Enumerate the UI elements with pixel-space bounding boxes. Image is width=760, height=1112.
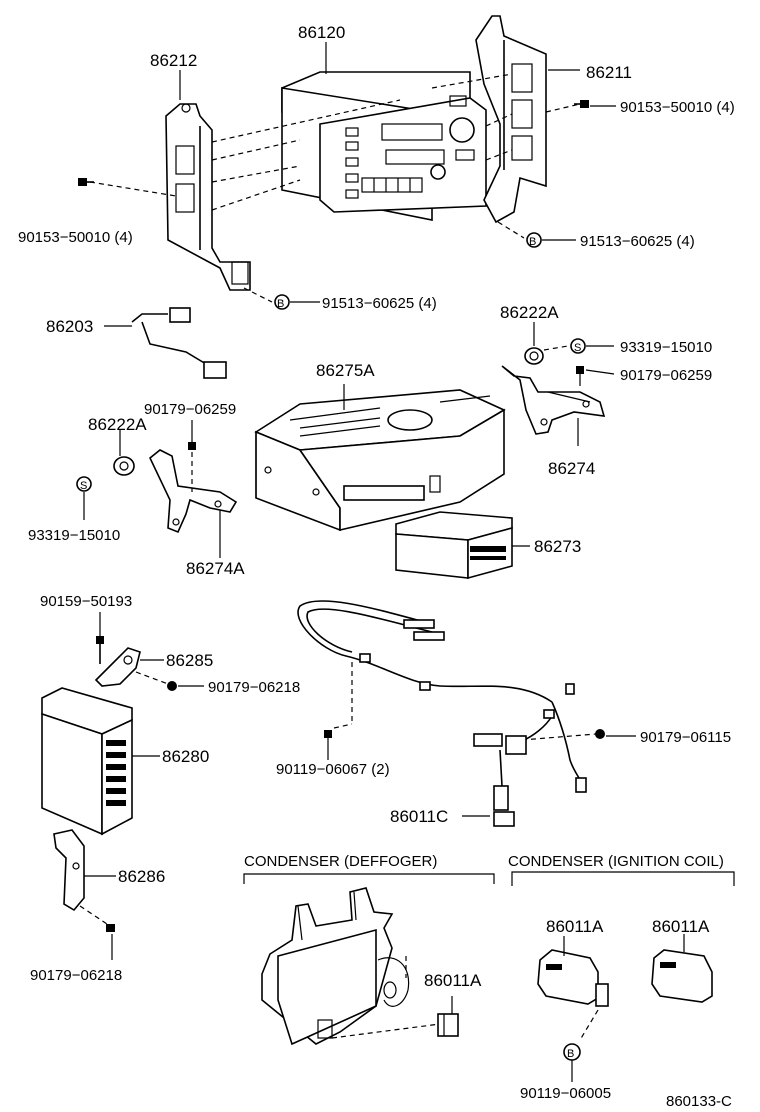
bracket-86274: [501, 365, 606, 446]
label-90179-06259-left: 90179−06259: [144, 401, 236, 418]
bracket-86274a: [149, 449, 238, 558]
amplifier-86280: [41, 687, 160, 836]
screw-icon: [78, 178, 94, 186]
label-86120: 86120: [298, 23, 345, 42]
bracket-86286: [53, 829, 116, 927]
label-91513-60625-right: 91513−60625 (4): [580, 233, 695, 250]
nut-icon: [106, 924, 115, 960]
label-86286: 86286: [118, 867, 165, 886]
diagram-code: 860133-C: [666, 1093, 732, 1110]
symbol-b: B: [529, 236, 536, 248]
label-90179-06218-bottom: 90179−06218: [30, 967, 122, 984]
leader-lines-top: [179, 42, 616, 303]
bolt-b-symbol-icon: B: [563, 1043, 581, 1082]
label-86280: 86280: [162, 747, 209, 766]
nut-icon: [167, 681, 204, 691]
bracket-86285: [94, 647, 169, 687]
magazine-86273: [395, 511, 530, 580]
label-86273: 86273: [534, 537, 581, 556]
label-86011a-ignition-right: 86011A: [652, 917, 710, 936]
bolt-b-symbol-icon: B: [526, 232, 542, 248]
condenser-86011c: [462, 733, 527, 827]
nut-icon: [595, 729, 636, 739]
harness-86203: [104, 307, 227, 379]
label-86274: 86274: [548, 459, 595, 478]
label-86211: 86211: [586, 63, 632, 82]
bracket-right-86211: [475, 15, 547, 224]
spacer-s-symbol-icon: S: [76, 476, 92, 520]
label-86011a-ignition-left: 86011A: [546, 917, 604, 936]
symbol-b: B: [277, 298, 284, 310]
label-93319-15010-right: 93319−15010: [620, 339, 712, 356]
label-90179-06259-right: 90179−06259: [620, 367, 712, 384]
symbol-s: S: [80, 480, 87, 492]
symbol-b: B: [567, 1048, 574, 1060]
label-90119-06067: 90119−06067 (2): [276, 761, 390, 778]
screw-icon: [96, 612, 104, 664]
bracket-left-86212: [165, 103, 251, 291]
radio-receiver-86120: [281, 71, 487, 221]
screw-icon: [188, 420, 196, 450]
label-91513-60625-left: 91513−60625 (4): [322, 295, 437, 312]
label-86203: 86203: [46, 317, 93, 336]
bracket-line-defogger: [243, 873, 495, 884]
defogger-mount-bracket: [261, 887, 441, 1046]
label-86212: 86212: [150, 51, 197, 70]
condenser-86011a-ignition-left: [537, 936, 609, 1041]
cushion-86222a-right: [524, 322, 569, 365]
screw-icon: [576, 366, 615, 386]
label-90179-06115: 90179−06115: [640, 729, 731, 746]
section-title-condenser-ignition: CONDENSER (IGNITION COIL): [508, 853, 724, 870]
label-90153-50010-right: 90153−50010 (4): [620, 99, 735, 116]
assembly-lines-top: [89, 73, 581, 303]
label-93319-15010-left: 93319−15010: [28, 527, 120, 544]
label-86275a: 86275A: [316, 361, 375, 380]
label-90159-50193: 90159−50193: [40, 593, 132, 610]
condenser-86011a-defogger: [437, 996, 459, 1037]
spacer-s-symbol-icon: S: [570, 338, 614, 354]
label-86285: 86285: [166, 651, 213, 670]
label-86011a-defogger: 86011A: [424, 971, 482, 990]
label-90119-06005: 90119−06005: [520, 1085, 611, 1102]
section-title-condenser-defogger: CONDENSER (DEFFOGER): [244, 853, 437, 870]
screw-icon: [574, 100, 589, 108]
cushion-86222a-left: [113, 430, 135, 476]
label-86222a-right: 86222A: [500, 303, 559, 322]
cd-changer-86275a: [254, 384, 506, 532]
label-90179-06218-top: 90179−06218: [208, 679, 300, 696]
symbol-s: S: [574, 342, 581, 354]
label-86222a-left: 86222A: [88, 415, 147, 434]
label-86274a: 86274A: [186, 559, 245, 578]
bolt-b-symbol-icon: B: [274, 294, 290, 310]
bracket-line-ignition: [511, 871, 735, 886]
label-86011c: 86011C: [390, 807, 448, 826]
screw-icon: [324, 730, 332, 760]
condenser-86011a-ignition-right: [651, 934, 713, 1003]
label-90153-50010-left: 90153−50010 (4): [18, 229, 133, 246]
